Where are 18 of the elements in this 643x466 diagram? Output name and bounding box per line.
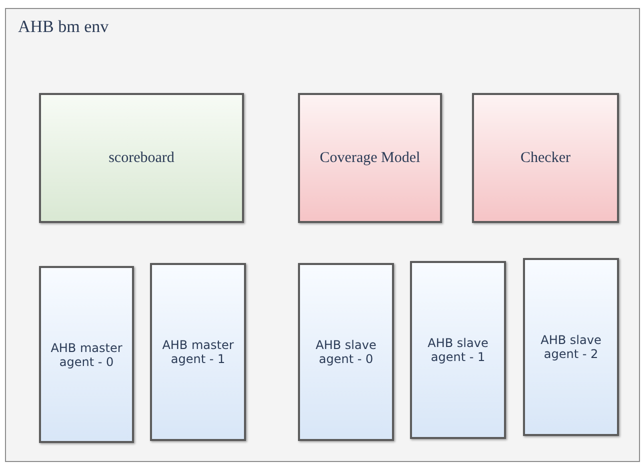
box-label: AHB slave agent - 0 [314, 337, 378, 368]
component-box [472, 93, 619, 223]
agent-box [298, 263, 394, 441]
component-box [39, 93, 244, 223]
panel-title: AHB bm env [17, 16, 110, 38]
box-label: Coverage Model [318, 148, 422, 168]
box-label: AHB master agent - 1 [161, 337, 235, 368]
box-label: Checker [520, 148, 572, 168]
component-box [298, 93, 442, 223]
box-label: AHB slave agent - 2 [540, 332, 602, 363]
box-label: scoreboard [108, 148, 176, 168]
box-label: AHB master agent - 0 [50, 340, 124, 370]
agent-box [150, 263, 246, 441]
agent-box [39, 266, 134, 443]
environment-panel [5, 8, 640, 462]
agent-box [523, 258, 619, 436]
box-label: AHB slave agent - 1 [426, 335, 490, 366]
agent-box [410, 261, 506, 439]
